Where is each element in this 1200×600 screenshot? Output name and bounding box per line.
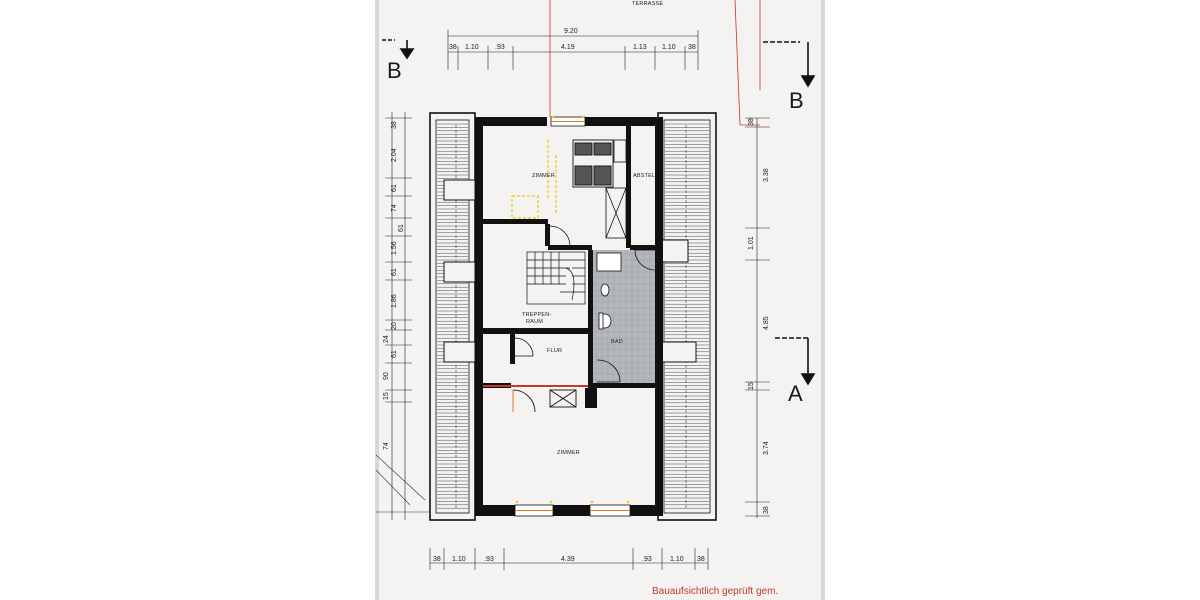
double-bed — [572, 139, 614, 188]
door-lower-room — [512, 389, 536, 413]
dim-bottom-1: 1.10 — [452, 556, 466, 563]
walls — [475, 117, 663, 516]
dim-bottom-2: .93 — [484, 556, 494, 563]
paper-edge-left — [375, 0, 379, 600]
terrace-outline — [549, 0, 761, 126]
dim-right-3: 4.85 — [763, 316, 770, 330]
wardrobe — [605, 139, 627, 239]
dim-left-4: 61 — [398, 224, 405, 232]
door-upper-room — [549, 225, 571, 247]
dim-right-1: 3.38 — [763, 168, 770, 182]
dim-right-6: 38 — [763, 506, 770, 514]
section-mark-a-right: A — [788, 381, 803, 406]
room-label-treppen-line1: TREPPEN- — [522, 312, 551, 318]
door-bath — [634, 249, 656, 271]
dim-top-1: 1.10 — [465, 44, 479, 51]
room-label-zimmer-bottom: ZIMMER — [557, 450, 580, 456]
dim-left-3: 74 — [391, 204, 398, 212]
paper-edge-right — [821, 0, 825, 600]
furniture-markers — [511, 140, 557, 219]
door-flur — [514, 337, 534, 357]
dim-left-7: 1.86 — [391, 294, 398, 308]
dim-left-10: 61 — [391, 350, 398, 358]
staircase — [526, 251, 586, 305]
dim-top-6: 38 — [688, 44, 696, 51]
dim-top-0: 38 — [449, 44, 457, 51]
dim-left-2: 61 — [391, 184, 398, 192]
left-dormer-notches — [443, 179, 476, 363]
dim-top-5: 1.10 — [662, 44, 676, 51]
section-arrow-b-right — [763, 41, 816, 88]
dim-top-4: 1.13 — [633, 44, 647, 51]
dimension-chain-left — [385, 112, 412, 520]
dim-bottom-0: 38 — [433, 556, 441, 563]
room-label-zimmer-top: ZIMMER — [532, 173, 555, 179]
dim-top-overall: 9.20 — [564, 28, 578, 35]
right-roof-slope — [657, 112, 717, 521]
window-top — [550, 115, 586, 127]
dim-left-13: 74 — [383, 442, 390, 450]
dim-right-4: 15 — [748, 382, 755, 390]
dim-top-3: 4.19 — [561, 44, 575, 51]
dimension-chain-top — [447, 30, 699, 70]
dim-right-5: 3.74 — [763, 441, 770, 455]
bath-fixtures — [596, 252, 622, 330]
section-mark-b-right: B — [789, 88, 804, 113]
window-bottom-right — [589, 500, 631, 517]
dimension-chain-right — [745, 117, 770, 518]
dim-bottom-3: 4.39 — [561, 556, 575, 563]
chimney-shaft — [549, 389, 577, 408]
window-bottom-left — [514, 500, 554, 517]
dim-left-0: 38 — [391, 121, 398, 129]
dim-left-8: 20 — [391, 322, 398, 330]
dim-bottom-4: .93 — [642, 556, 652, 563]
approval-stamp-text: Bauaufsichtlich geprüft gem. — [652, 586, 778, 597]
dim-left-11: 90 — [383, 372, 390, 380]
room-label-treppen-line2: RAUM — [526, 319, 543, 325]
dim-right-2: 1.01 — [748, 236, 755, 250]
dimension-labels-left: 38 2.04 61 74 61 1.56 61 1.86 20 24 61 9… — [383, 121, 405, 450]
dim-bottom-6: 38 — [697, 556, 705, 563]
section-mark-b-left: B — [387, 58, 402, 83]
dim-right-0: 38 — [748, 118, 755, 126]
adjacent-drawing-lines — [375, 454, 430, 513]
section-arrow-a-right — [775, 337, 816, 386]
section-arrow-b-left — [382, 39, 415, 60]
door-bath-lower — [596, 359, 621, 383]
terrace-label: TERRASSE — [632, 1, 663, 7]
room-label-flur: FLUR — [547, 348, 562, 354]
right-roof-hatch — [665, 123, 709, 509]
dim-left-5: 1.56 — [391, 241, 398, 255]
dim-left-9: 24 — [383, 335, 390, 343]
dim-left-6: 61 — [391, 268, 398, 276]
dim-bottom-5: 1.10 — [670, 556, 684, 563]
bath-tile-grid — [592, 250, 658, 383]
dim-top-2: .93 — [495, 44, 505, 51]
dimension-chain-bottom — [429, 548, 709, 570]
room-label-bad: BAD — [611, 339, 623, 345]
dim-left-12: 15 — [383, 392, 390, 400]
room-label-abstell: ABSTELL — [633, 173, 659, 179]
dim-left-1: 2.04 — [391, 148, 398, 162]
left-roof-slope — [429, 112, 476, 521]
left-roof-hatch — [437, 123, 468, 509]
